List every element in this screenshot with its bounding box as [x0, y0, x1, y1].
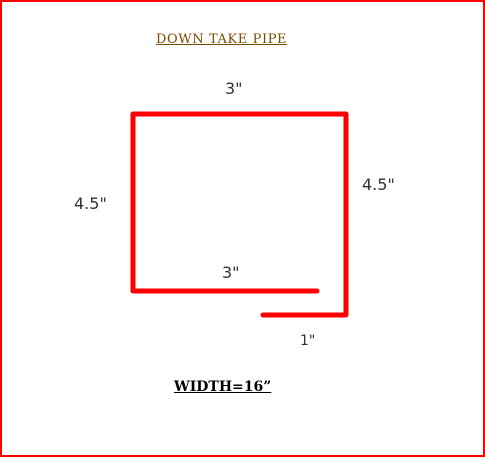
pipe-profile-outline	[130, 111, 349, 318]
diagram-title: DOWN TAKE PIPE	[156, 32, 288, 47]
inner-bottom-dimension: 3"	[222, 263, 240, 282]
flange-dimension: 1"	[300, 333, 316, 349]
left-height-dimension: 4.5"	[74, 194, 107, 213]
width-label: WIDTH=16”	[174, 379, 272, 395]
top-width-dimension: 3"	[225, 79, 243, 98]
right-height-dimension: 4.5"	[362, 175, 395, 194]
